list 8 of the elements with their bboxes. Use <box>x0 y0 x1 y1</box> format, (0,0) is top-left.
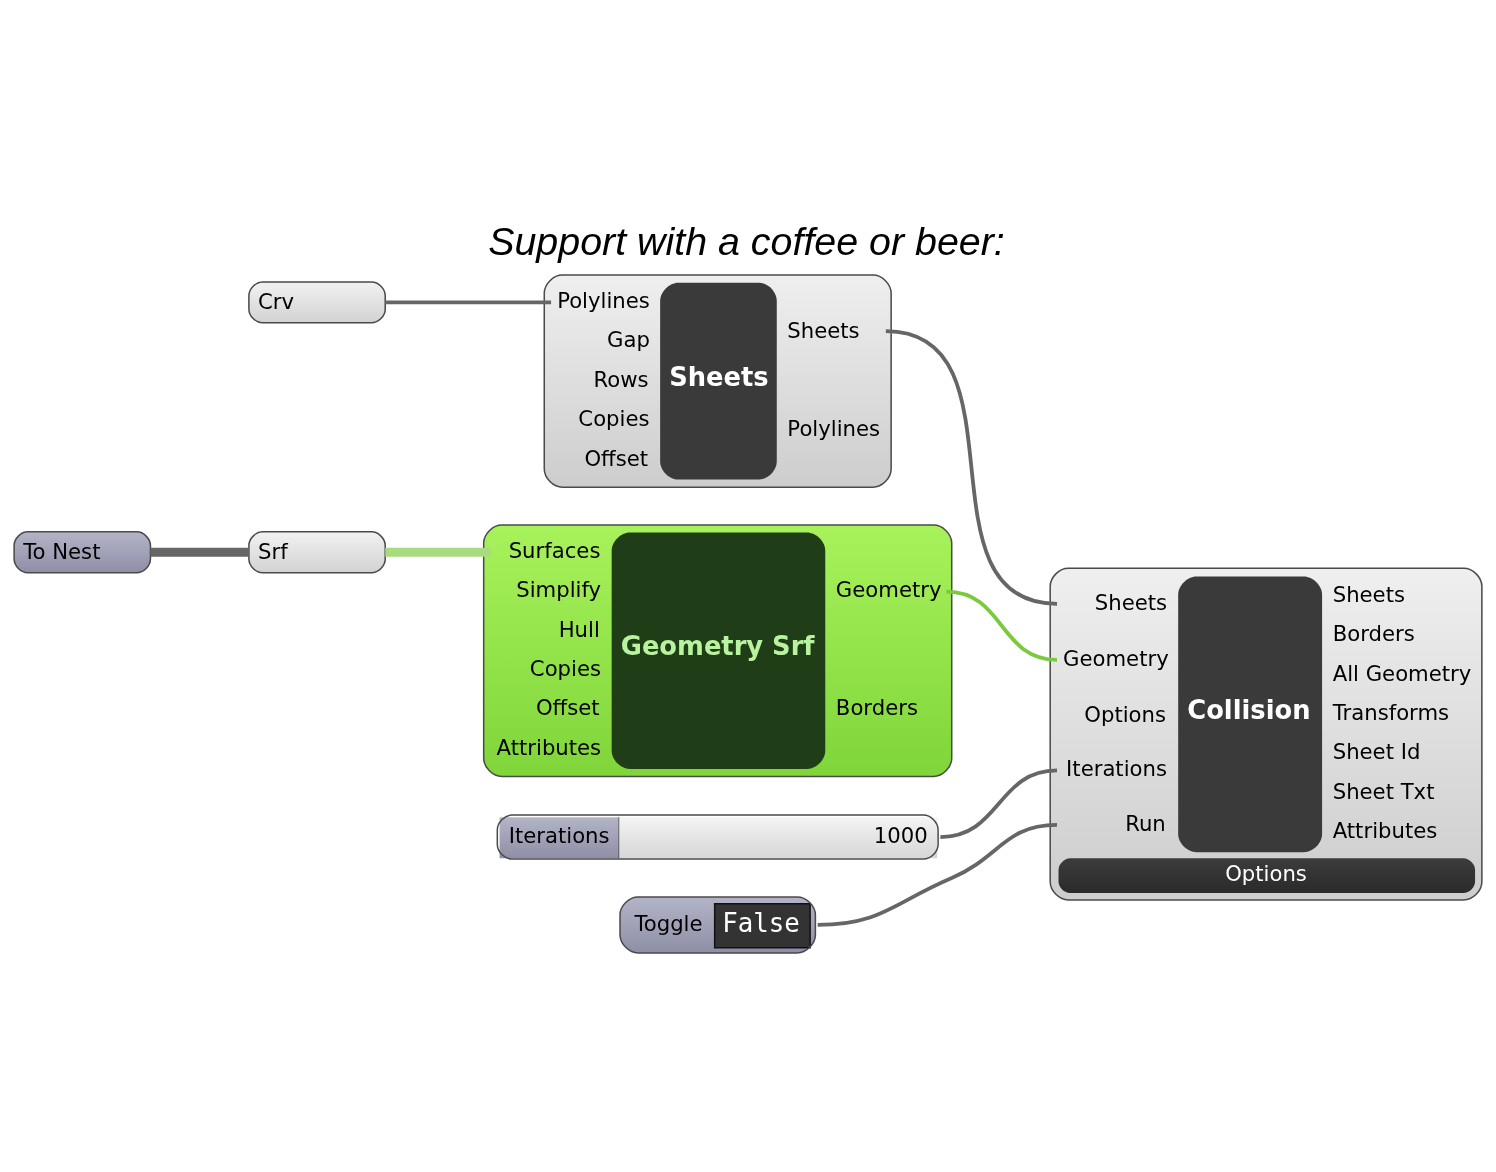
connector <box>946 589 1058 662</box>
connector <box>940 768 1058 839</box>
connector <box>817 823 1058 927</box>
connector <box>385 300 552 305</box>
connector <box>150 547 249 557</box>
connector <box>385 547 491 557</box>
connector <box>885 329 1058 606</box>
diagram-title: Support with a coffee or beer: <box>488 219 1005 264</box>
